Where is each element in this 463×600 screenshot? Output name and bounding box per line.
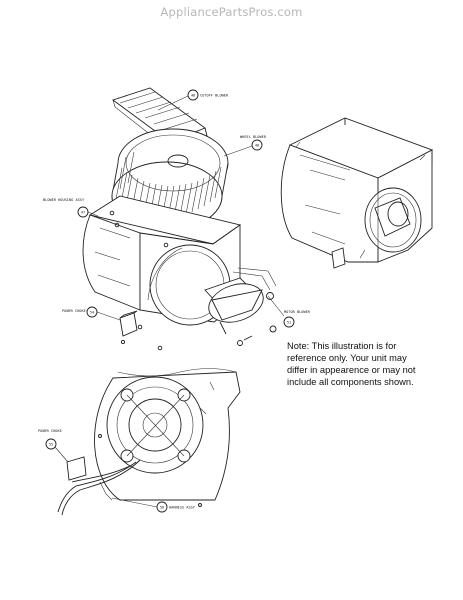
callout-power-choke: POWER CHOKE 54: [62, 306, 121, 321]
svg-text:47: 47: [81, 211, 85, 215]
callout-blower-housing: BLOWER HOUSING ASSY 47: [43, 198, 99, 218]
note-line: Note: This illustration is for: [287, 341, 397, 351]
note-line: reference only. Your unit may: [287, 353, 407, 363]
svg-text:WHEEL BLOWER: WHEEL BLOWER: [240, 135, 267, 139]
svg-text:POWER CHOKE: POWER CHOKE: [62, 309, 86, 313]
exploded-blower-assembly: 46 CUTOFF BLOWER 48 WHEEL BLOWER BLOWER …: [43, 87, 311, 351]
disclaimer-note: Note: This illustration is for reference…: [287, 340, 457, 388]
svg-text:POWER CHOKE: POWER CHOKE: [38, 429, 62, 433]
svg-text:BLOWER HOUSING ASSY: BLOWER HOUSING ASSY: [43, 198, 85, 202]
callout-wheel-blower: 48 WHEEL BLOWER: [223, 135, 267, 157]
svg-text:HARNESS ASSY: HARNESS ASSY: [169, 506, 196, 510]
svg-text:46: 46: [191, 94, 195, 98]
power-choke-component: [119, 310, 138, 337]
svg-text:MOTOR BLOWER: MOTOR BLOWER: [284, 310, 311, 314]
callout-cutoff-blower: 46 CUTOFF BLOWER: [157, 89, 229, 111]
svg-text:48: 48: [255, 144, 259, 148]
svg-text:51: 51: [287, 321, 291, 325]
screws: [109, 210, 169, 351]
note-line: differ in appearence or may not: [287, 365, 416, 375]
svg-text:56: 56: [160, 506, 164, 510]
assembled-blower: [280, 117, 434, 269]
svg-text:55: 55: [49, 443, 53, 447]
callout-motor-blower: MOTOR BLOWER 51: [267, 295, 311, 328]
svg-text:54: 54: [90, 311, 94, 315]
watermark: AppliancePartsPros.com: [160, 5, 303, 19]
svg-text:CUTOFF BLOWER: CUTOFF BLOWER: [200, 94, 229, 98]
blower-motor: [204, 267, 277, 346]
callout-power-choke-2: POWER CHOKE 55: [38, 429, 69, 463]
note-line: include all components shown.: [287, 377, 414, 387]
callout-harness-assy: 56 HARNESS ASSY: [111, 497, 196, 513]
blower-side-view: [57, 368, 241, 516]
